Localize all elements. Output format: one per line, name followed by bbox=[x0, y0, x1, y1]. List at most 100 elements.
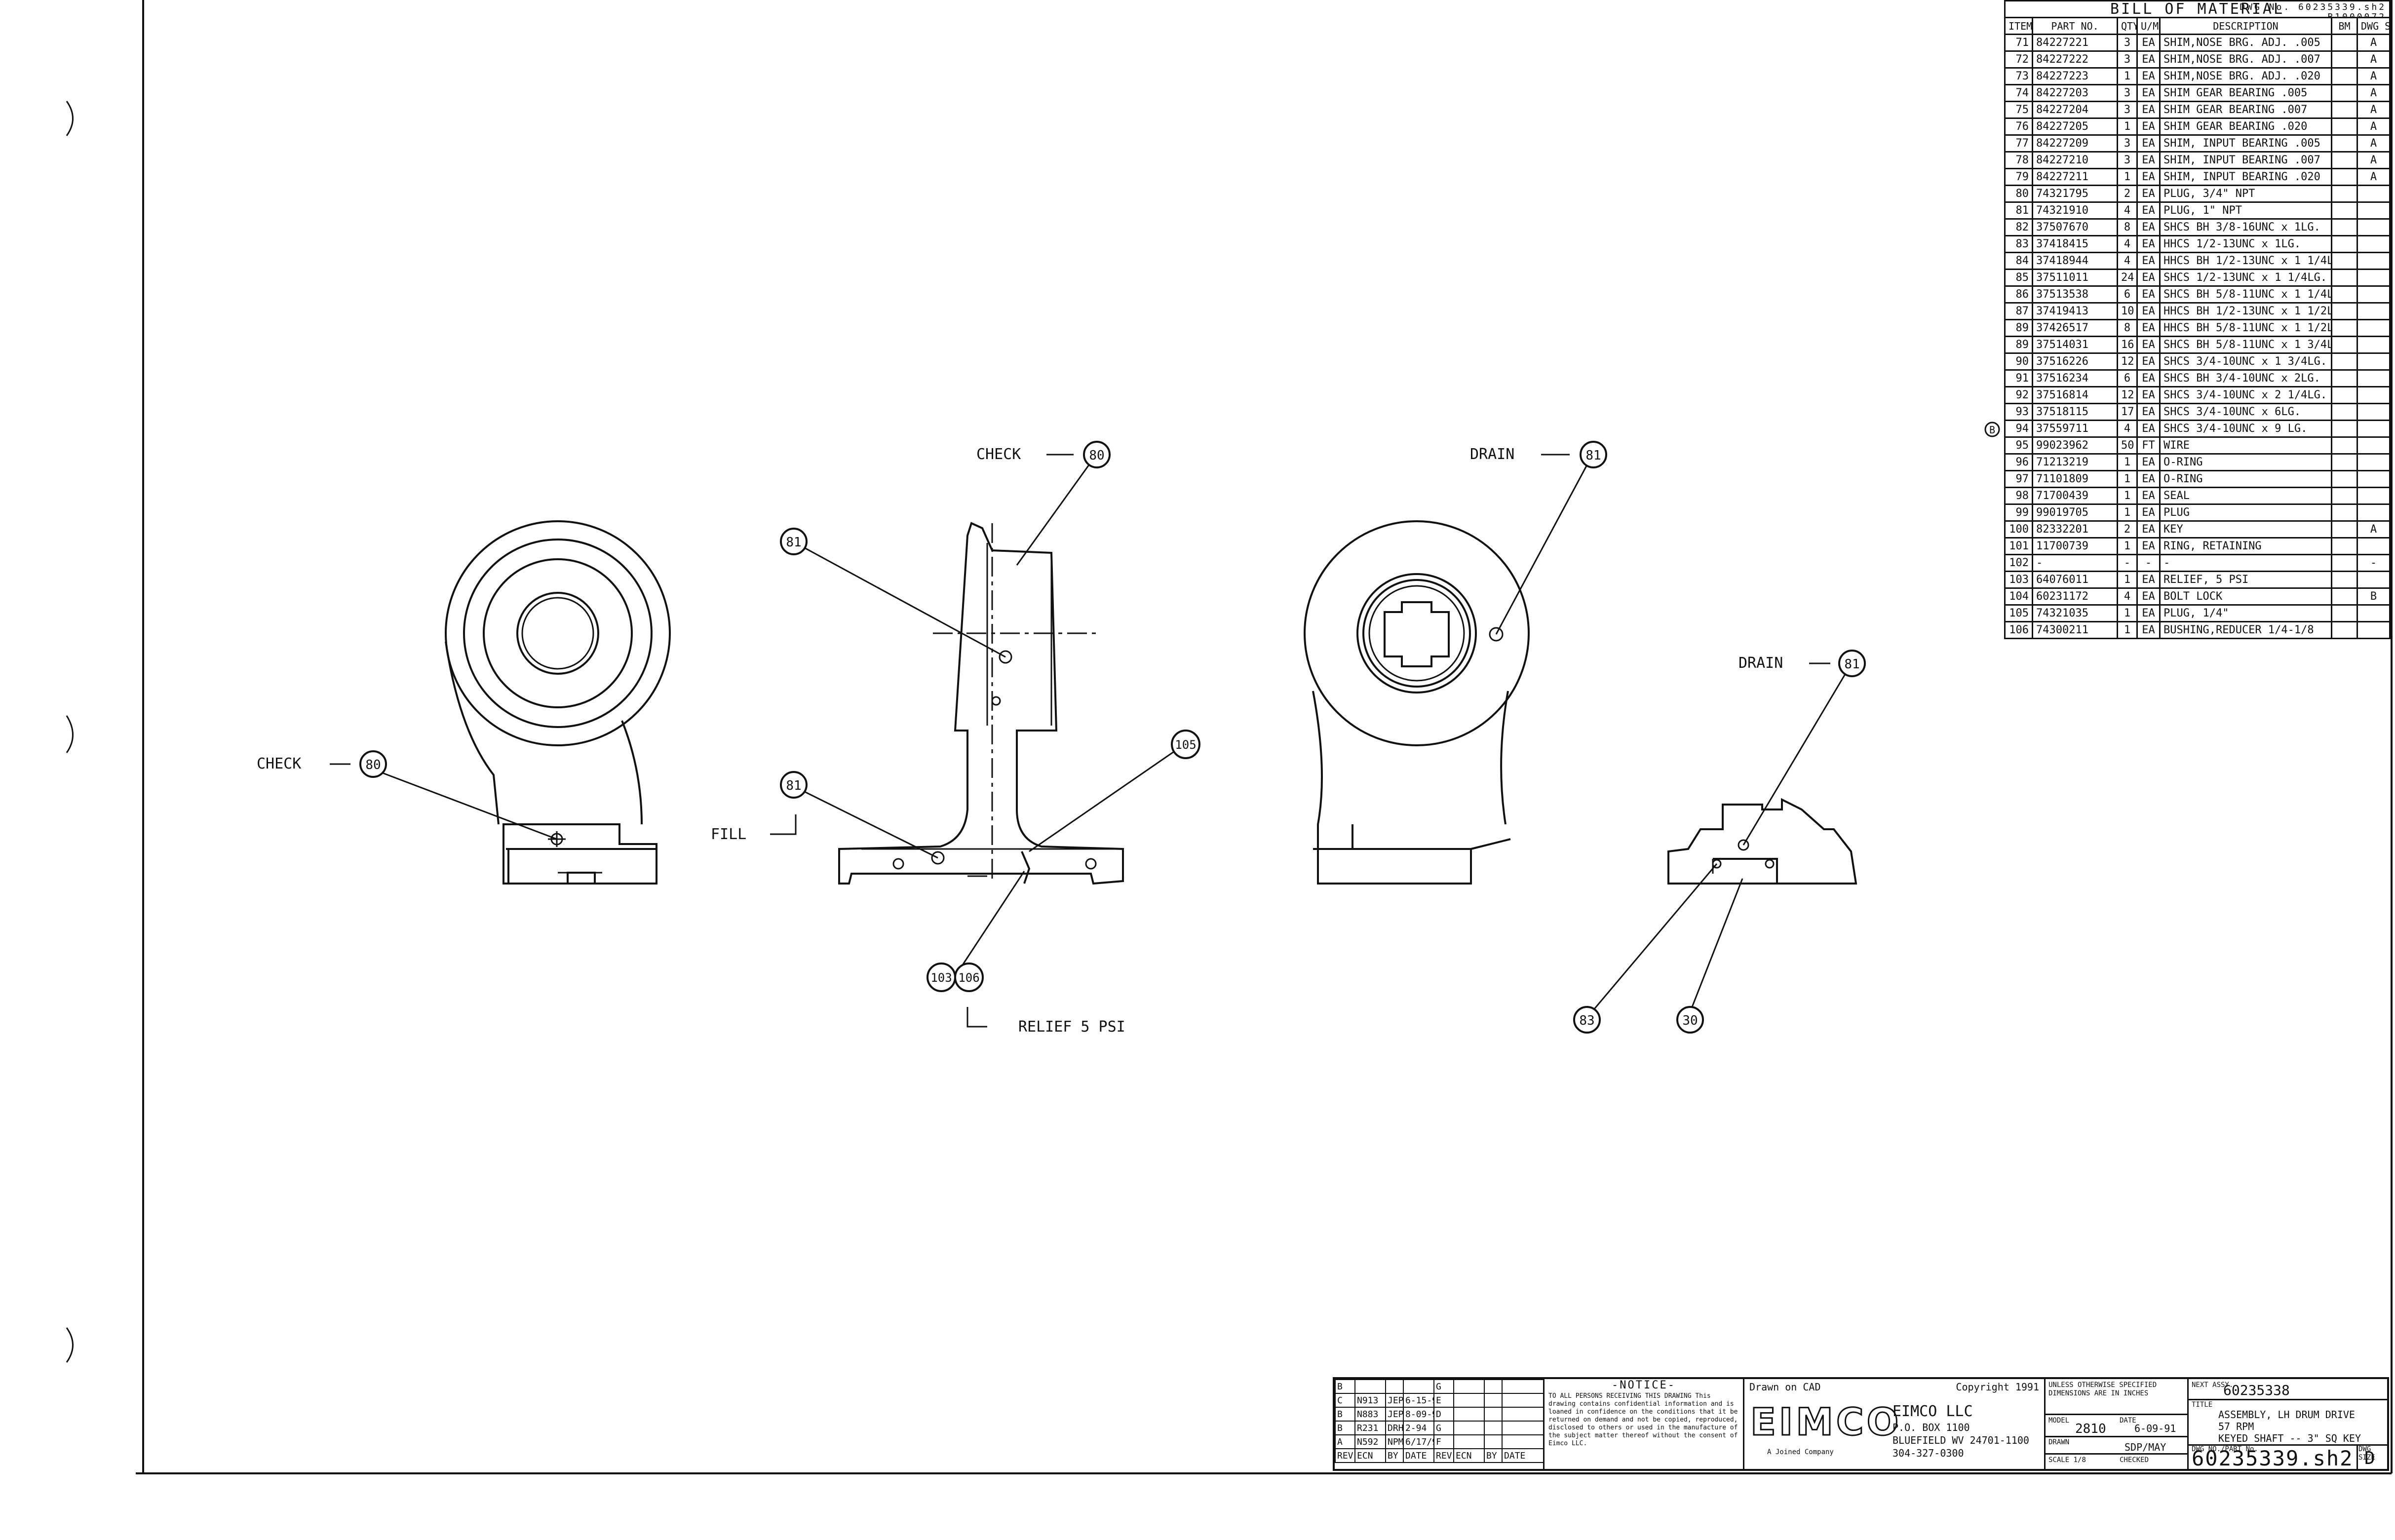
bom-cell-qty: 17 bbox=[2117, 403, 2138, 421]
bom-cell-desc: SEAL bbox=[2159, 487, 2332, 505]
bom-cell-part: 37559711 bbox=[2032, 420, 2118, 438]
bom-cell-um: EA bbox=[2136, 453, 2161, 471]
bom-cell-um: EA bbox=[2136, 201, 2161, 220]
checked-label: CHECKED bbox=[2120, 1456, 2149, 1464]
binder-mark-1 bbox=[66, 101, 74, 136]
next-assy-label: NEXT ASSY. bbox=[2192, 1381, 2234, 1389]
bom-cell-part: 84227209 bbox=[2032, 134, 2118, 153]
bom-cell-bm bbox=[2331, 134, 2358, 153]
bom-cell-size: A bbox=[2356, 168, 2391, 186]
revision-cell-by2 bbox=[1484, 1407, 1503, 1422]
bom-dwg-ref: DWG No. 60235339.sh2 B1000072 bbox=[2240, 2, 2387, 16]
revision-cell-ecn2 bbox=[1453, 1379, 1485, 1394]
bom-cell-desc: PLUG, 1" NPT bbox=[2159, 201, 2332, 220]
bom-cell-desc: HHCS BH 1/2-13UNC x 1 1/2LG. bbox=[2159, 302, 2332, 320]
dwg-size-label: DWG SIZE bbox=[2358, 1445, 2375, 1462]
bom-cell-item: 93 bbox=[2004, 403, 2033, 421]
bom-cell-item: 78 bbox=[2004, 151, 2033, 169]
bom-cell-qty: 1 bbox=[2117, 503, 2138, 522]
revision-cell-ecn2 bbox=[1453, 1393, 1485, 1408]
bom-cell-um: EA bbox=[2136, 587, 2161, 606]
revision-cell-rev: B bbox=[1335, 1407, 1355, 1422]
bom-cell-qty: 6 bbox=[2117, 285, 2138, 304]
bom-cell-um: EA bbox=[2136, 369, 2161, 387]
revision-cell-ecn: N883 bbox=[1354, 1407, 1386, 1422]
view-section bbox=[838, 522, 1124, 885]
bom-header: BILL OF MATERIAL DWG No. 60235339.sh2 B1… bbox=[2004, 0, 2391, 18]
bom-cell-item: 100 bbox=[2004, 520, 2033, 539]
bom-cell-qty: 1 bbox=[2117, 537, 2138, 555]
bom-cell-item: 77 bbox=[2004, 134, 2033, 153]
balloon-81-fill: 81 bbox=[786, 778, 801, 793]
bom-cell-um: EA bbox=[2136, 185, 2161, 203]
bom-cell-bm bbox=[2331, 352, 2358, 371]
binder-mark-2 bbox=[66, 715, 74, 753]
bom-cell-size bbox=[2356, 252, 2391, 270]
revision-cell-ecn2 bbox=[1453, 1434, 1485, 1449]
bom-cell-bm bbox=[2331, 151, 2358, 169]
bom-cell-item: 105 bbox=[2004, 604, 2033, 622]
bom-cell-item: 91 bbox=[2004, 369, 2033, 387]
bom-cell-desc: SHCS BH 3/4-10UNC x 2LG. bbox=[2159, 369, 2332, 387]
balloon-83: 83 bbox=[1579, 1013, 1594, 1028]
label-check-left: CHECK bbox=[257, 755, 301, 772]
bom-cell-bm bbox=[2331, 420, 2358, 438]
bom-cell-item: 96 bbox=[2004, 453, 2033, 471]
bom-cell-qty: 1 bbox=[2117, 487, 2138, 505]
bom-cell-item: 82 bbox=[2004, 218, 2033, 236]
revision-cell-date: 2-94 bbox=[1403, 1421, 1434, 1435]
bom-cell-um: EA bbox=[2136, 117, 2161, 136]
bom-cell-qty: 10 bbox=[2117, 302, 2138, 320]
bom-cell-part: 84227223 bbox=[2032, 67, 2118, 85]
company-address-2: BLUEFIELD WV 24701-1100 bbox=[1893, 1434, 2029, 1446]
balloon-30: 30 bbox=[1682, 1013, 1698, 1028]
company-block: Drawn on CAD Copyright 1991 EIMCO A Join… bbox=[1744, 1379, 2046, 1469]
bom-cell-item: 98 bbox=[2004, 487, 2033, 505]
bom-cell-qty: 4 bbox=[2117, 235, 2138, 253]
bom-cell-item: 95 bbox=[2004, 436, 2033, 455]
bom-cell-size bbox=[2356, 369, 2391, 387]
drawn-label: DRAWN bbox=[2048, 1438, 2070, 1446]
notice-text: TO ALL PERSONS RECEIVING THIS DRAWING Th… bbox=[1548, 1392, 1738, 1447]
bom-cell-qty: 16 bbox=[2117, 336, 2138, 354]
bom-cell-size bbox=[2356, 403, 2391, 421]
scale-label: SCALE bbox=[2048, 1456, 2070, 1464]
bom-cell-bm bbox=[2331, 67, 2358, 85]
callout-105: 105 bbox=[1029, 730, 1200, 852]
bom-cell-um: EA bbox=[2136, 520, 2161, 539]
revision-cell-by: JEP bbox=[1385, 1407, 1404, 1422]
model-label: MODEL bbox=[2048, 1417, 2070, 1424]
bom-cell-um: EA bbox=[2136, 84, 2161, 102]
bom-cell-size bbox=[2356, 285, 2391, 304]
bom-cell-um: EA bbox=[2136, 134, 2161, 153]
bom-cell-um: EA bbox=[2136, 571, 2161, 589]
bom-cell-part: 37418415 bbox=[2032, 235, 2118, 253]
bom-cell-item: 86 bbox=[2004, 285, 2033, 304]
drawing-info-block: UNLESS OTHERWISE SPECIFIED DIMENSIONS AR… bbox=[2046, 1379, 2189, 1469]
bom-cell-part: 60231172 bbox=[2032, 587, 2118, 606]
bom-cell-desc: SHCS 3/4-10UNC x 9 LG. bbox=[2159, 420, 2332, 438]
bom-cell-item: 103 bbox=[2004, 571, 2033, 589]
balloon-80-top: 80 bbox=[1089, 448, 1104, 463]
revision-cell-date2 bbox=[1502, 1407, 1544, 1422]
balloon-81-drain-top: 81 bbox=[1585, 448, 1601, 463]
revision-block: BGCN913JEP6-15-93EBN883JEP8-09-93DBR231D… bbox=[1335, 1379, 1545, 1469]
drawn-value: SDP/MAY bbox=[2125, 1441, 2166, 1453]
bom-cell-part: 84227203 bbox=[2032, 84, 2118, 102]
bom-cell-desc: O-RING bbox=[2159, 453, 2332, 471]
bom-cell-item: 89 bbox=[2004, 319, 2033, 337]
bom-cell-item: 81 bbox=[2004, 201, 2033, 220]
bom-cell-part: 11700739 bbox=[2032, 537, 2118, 555]
bom-dwg-no: 60235339.sh2 bbox=[2298, 2, 2387, 12]
bom-row: 102----- bbox=[2004, 554, 2391, 572]
callout-83: 83 bbox=[1573, 863, 1718, 1034]
bom-cell-um: EA bbox=[2136, 487, 2161, 505]
